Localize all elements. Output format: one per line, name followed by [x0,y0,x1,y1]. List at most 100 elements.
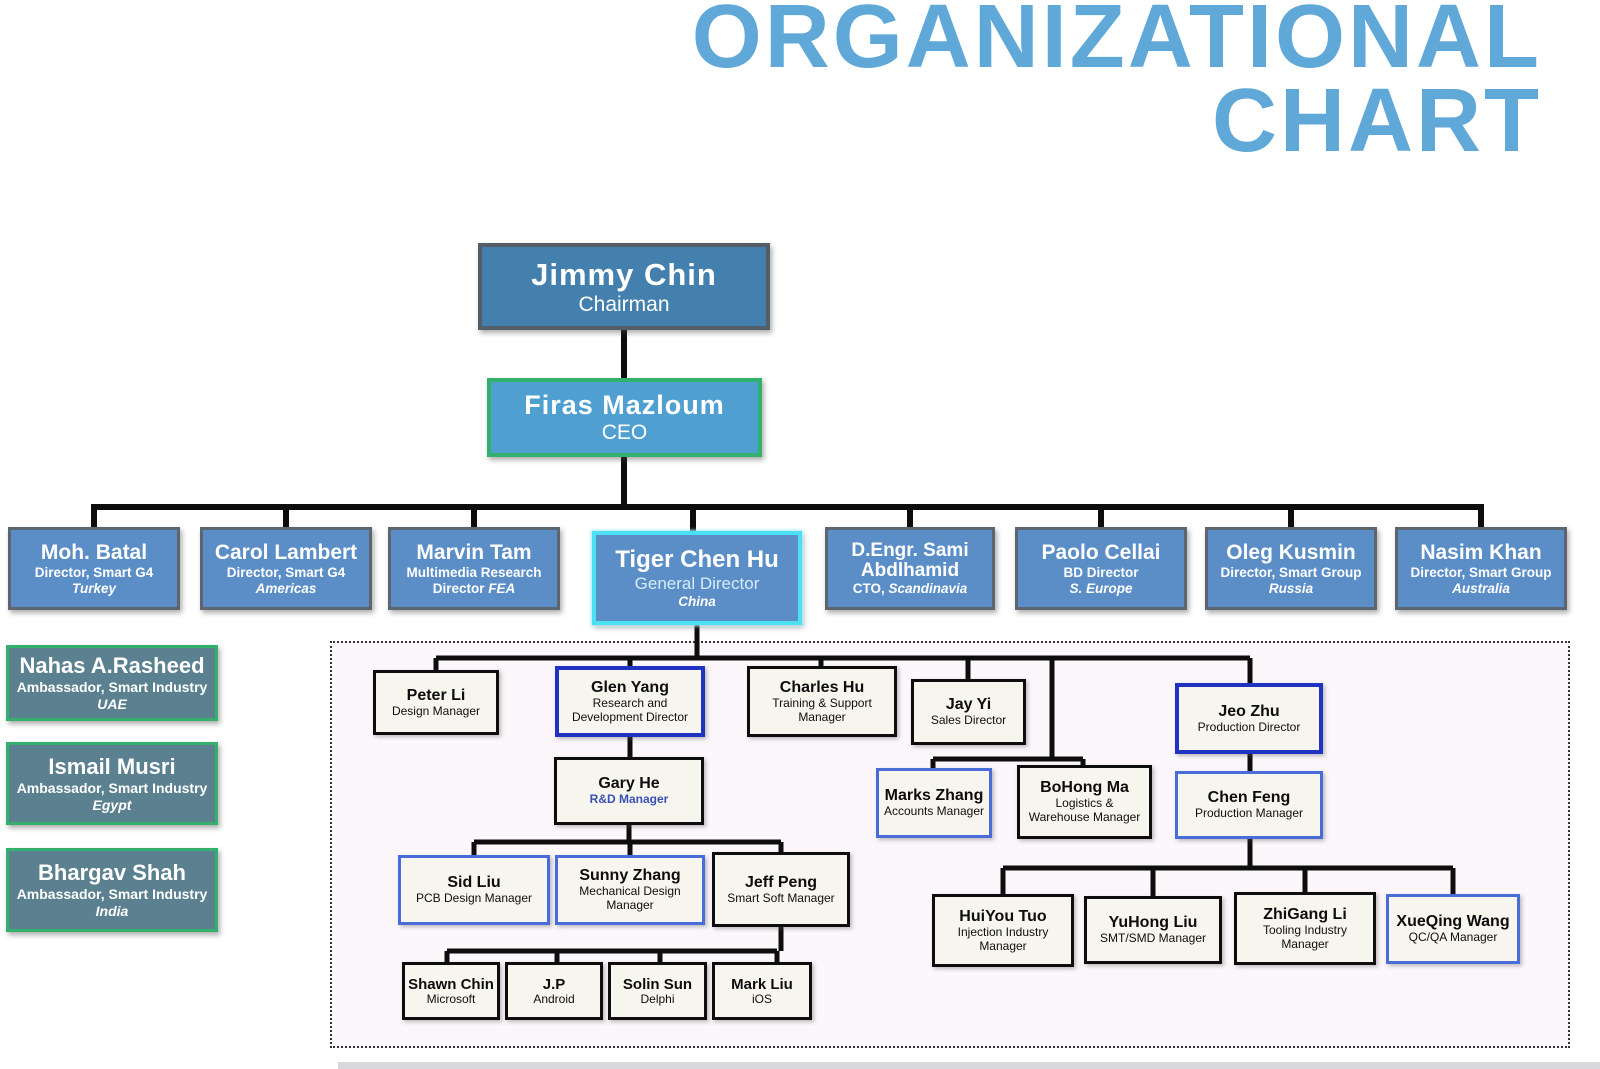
person-region: FEA [488,580,516,596]
org-box-bohong-ma: BoHong Ma Logistics & Warehouse Manager [1017,765,1152,839]
person-title: Ambassador, Smart Industry [16,886,208,903]
person-name: Nasim Khan [1420,540,1542,564]
person-title: BD Director [1063,564,1139,580]
org-box-jimmy-chin: Jimmy Chin Chairman [478,243,770,330]
person-title: SMT/SMD Manager [1099,931,1207,946]
person-name: Glen Yang [591,678,669,696]
org-box-nahas-rasheed: Nahas A.Rasheed Ambassador, Smart Indust… [6,645,218,721]
chart-title-line2: CHART [1212,70,1542,171]
org-box-jeo-zhu: Jeo Zhu Production Director [1175,683,1323,754]
person-region: Australia [1452,580,1510,596]
org-box-jeff-peng: Jeff Peng Smart Soft Manager [712,852,850,927]
person-region: Turkey [71,580,117,596]
person-title: iOS [751,991,772,1006]
person-name: Jeo Zhu [1218,702,1280,720]
person-region: S. Europe [1069,580,1133,596]
person-title: Production Manager [1194,806,1304,821]
person-name: ZhiGang Li [1263,905,1347,923]
person-name: Sid Liu [447,874,501,892]
person-name: Paolo Cellai [1041,540,1161,564]
person-name: Oleg Kusmin [1226,540,1356,564]
person-name: Solin Sun [622,975,693,993]
person-title: Sales Director [930,713,1007,728]
person-name: D.Engr. Sami Abdlhamid [851,539,969,581]
org-box-marks-zhang: Marks Zhang Accounts Manager [876,768,992,838]
org-box-bhargav-shah: Bhargav Shah Ambassador, Smart Industry … [6,848,218,932]
person-title: Director, Smart Group [1410,564,1552,580]
person-title: Design Manager [391,703,481,718]
person-name: Sunny Zhang [579,867,681,885]
person-name: Charles Hu [779,678,865,696]
person-region: Russia [1268,580,1314,596]
person-title: Delphi [640,991,675,1006]
person-name: Mark Liu [731,975,793,993]
org-box-moh-batal: Moh. Batal Director, Smart G4 Turkey [8,527,180,610]
person-name: J.P [542,975,566,993]
person-title: CTO, [852,580,885,596]
person-title: Tooling Industry Manager [1262,922,1348,951]
org-box-carol-lambert: Carol Lambert Director, Smart G4 America… [200,527,372,610]
person-title: Injection Industry Manager [957,924,1049,953]
person-name: Chen Feng [1207,789,1291,807]
person-region: India [95,903,129,919]
org-box-jay-yi: Jay Yi Sales Director [911,679,1026,745]
org-box-firas-mazloum: Firas Mazloum CEO [487,378,762,457]
person-title: Training & Support Manager [772,695,872,724]
org-box-oleg-kusmin: Oleg Kusmin Director, Smart Group Russia [1205,527,1377,610]
chart-title: ORGANIZATIONAL CHART [691,0,1542,171]
org-box-charles-hu: Charles Hu Training & Support Manager [747,666,897,737]
person-title: PCB Design Manager [415,891,533,906]
person-region: Scandinavia [888,580,968,596]
org-box-jp: J.P Android [505,962,603,1020]
org-box-glen-yang: Glen Yang Research and Development Direc… [555,666,705,737]
org-box-tiger-chen-hu: Tiger Chen Hu General Director China [592,531,802,625]
person-name: Peter Li [406,686,466,704]
org-box-zhigang-li: ZhiGang Li Tooling Industry Manager [1234,892,1376,965]
person-name: BoHong Ma [1040,779,1129,797]
person-title: Production Director [1197,719,1301,734]
person-name: Jimmy Chin [531,256,717,292]
person-title: Ambassador, Smart Industry [16,679,208,696]
person-title: Multimedia Research Director [406,564,542,596]
person-title: Mechanical Design Manager [579,884,681,912]
person-title: R&D Manager [589,792,669,807]
person-title-region: CTO, Scandinavia [853,581,968,597]
person-name: Tiger Chen Hu [615,546,779,574]
person-region: Americas [255,580,317,596]
person-title: Accounts Manager [883,804,985,819]
org-box-nasim-khan: Nasim Khan Director, Smart Group Austral… [1395,527,1567,610]
person-name: XueQing Wang [1396,913,1510,931]
person-region: UAE [97,696,127,712]
person-name: Jay Yi [945,696,992,714]
person-title: Chairman [578,292,670,316]
person-name: Marvin Tam [416,540,532,564]
person-title: Research and Development Director [571,695,689,724]
person-name: Ismail Musri [48,753,176,779]
person-name: Firas Mazloum [524,390,725,420]
org-box-gary-he: Gary He R&D Manager [554,757,704,825]
org-box-xueqing-wang: XueQing Wang QC/QA Manager [1386,894,1520,964]
person-title: Logistics & Warehouse Manager [1028,796,1141,824]
org-box-mark-liu: Mark Liu iOS [712,962,812,1020]
chart-title-line1: ORGANIZATIONAL [691,0,1542,87]
person-title: Microsoft [426,991,476,1006]
person-title: Ambassador, Smart Industry [16,779,208,796]
org-box-sunny-zhang: Sunny Zhang Mechanical Design Manager [555,855,705,925]
org-box-ismail-musri: Ismail Musri Ambassador, Smart Industry … [6,742,218,825]
person-name: Shawn Chin [408,975,494,993]
person-region: Egypt [92,796,132,813]
person-name: Gary He [598,775,660,793]
org-box-peter-li: Peter Li Design Manager [373,670,499,735]
person-title: Director, Smart G4 [226,564,346,580]
person-title: QC/QA Manager [1408,930,1498,945]
person-name: YuHong Liu [1108,914,1198,932]
org-box-shawn-chin: Shawn Chin Microsoft [402,962,500,1020]
org-box-sami-abdlhamid: D.Engr. Sami Abdlhamid CTO, Scandinavia [825,527,995,610]
person-title: Smart Soft Manager [727,890,835,905]
person-name: Nahas A.Rasheed [19,653,205,679]
person-name: HuiYou Tuo [959,907,1047,925]
org-box-paolo-cellai: Paolo Cellai BD Director S. Europe [1015,527,1187,610]
person-title: Director, Smart G4 [34,564,154,580]
org-box-chen-feng: Chen Feng Production Manager [1175,771,1323,839]
